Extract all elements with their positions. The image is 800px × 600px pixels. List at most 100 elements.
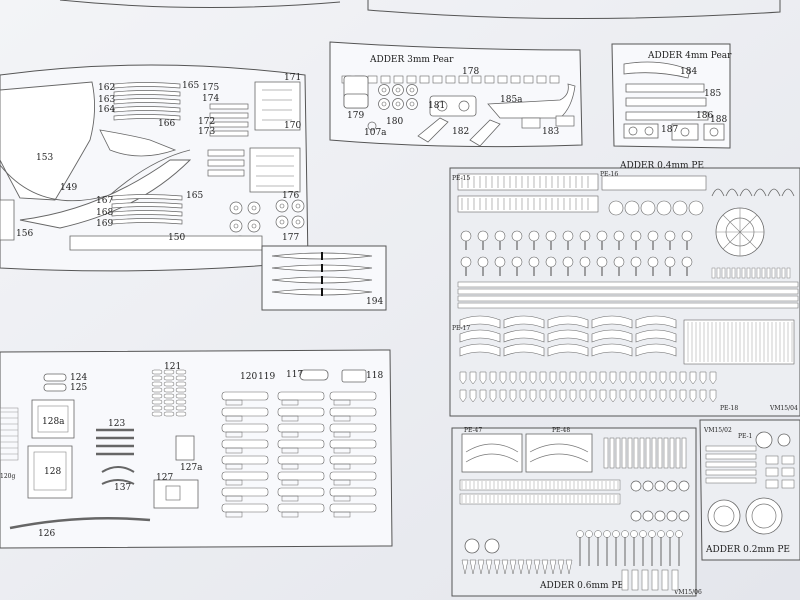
wheel-hub [251, 223, 257, 229]
pin-part-inner [225, 463, 243, 470]
pe-small-tab [751, 267, 756, 279]
wheel-hub [295, 219, 301, 225]
hull-strip [111, 218, 183, 225]
pe-pin [669, 389, 677, 403]
pin-part-inner [333, 463, 351, 470]
pe-ring [624, 200, 640, 216]
adder-3mm-title: ADDER 3mm Pear [369, 55, 454, 65]
pe-keyhole [494, 230, 506, 242]
pin-part-inner [333, 415, 351, 422]
block-178 [549, 75, 560, 84]
pe-pin [599, 371, 607, 385]
pe-pin [559, 371, 567, 385]
link-121 [175, 405, 187, 411]
label-169: 169 [96, 219, 113, 229]
small-wheel [229, 219, 243, 233]
hull-strip [113, 90, 181, 97]
pe-ladder-06 [459, 479, 621, 491]
pe-keyhole [562, 230, 574, 242]
link-121 [163, 381, 175, 387]
pin-part [221, 391, 269, 401]
label-153: 153 [36, 153, 53, 163]
hull-parts-sheet: 162 163 164 165 166 153 149 175 174 171 … [0, 64, 309, 272]
pe-eyelet [654, 510, 666, 522]
pe-04-lbl-3: PE-17 [452, 325, 470, 332]
pe-small-tab [711, 267, 716, 279]
block-178 [523, 75, 534, 84]
pin-part-inner [225, 511, 243, 518]
label-150: 150 [168, 233, 185, 243]
block-178 [406, 75, 417, 84]
pin-part [329, 423, 377, 433]
pe-keyhole [477, 230, 489, 242]
small-wheel [275, 199, 289, 213]
pin-part-inner [281, 463, 299, 470]
pe-pin [459, 371, 467, 385]
pe-spike [549, 559, 557, 575]
pe-small-tab [781, 267, 786, 279]
pe-bar [457, 295, 799, 302]
small-wheel [291, 199, 305, 213]
pin-part-inner [281, 495, 299, 502]
link-121 [175, 411, 187, 417]
pe-small-tab [746, 267, 751, 279]
pe-keyhole [681, 230, 693, 242]
block-178 [484, 75, 495, 84]
pe-pin [499, 389, 507, 403]
pe-eyelet [666, 510, 678, 522]
pe-bar-06 [645, 437, 651, 469]
pe-belaying-pin [675, 530, 683, 538]
pe-belaying-pin [666, 530, 674, 538]
pin-part [221, 503, 269, 513]
hull-strip [113, 106, 181, 113]
small-wheel [229, 201, 243, 215]
label-119: 119 [258, 372, 275, 382]
pe-pin [619, 371, 627, 385]
label-187: 187 [661, 125, 678, 135]
pe-tab-02 [781, 455, 795, 465]
pe-bracket [547, 343, 589, 357]
pe-keyhole [545, 230, 557, 242]
link-121 [151, 375, 163, 381]
pe-belaying-pin [585, 530, 593, 538]
pe-pin [509, 371, 517, 385]
small-wheel [291, 215, 305, 229]
pe-bar [457, 302, 799, 309]
pe-bar-06 [657, 437, 663, 469]
pe-06-lbl-2: PE-48 [552, 427, 570, 434]
pe-keyhole [494, 256, 506, 268]
part-149 [19, 159, 192, 229]
adder-3mm-sheet: ADDER 3mm Pear 178 179 107a 180 181 182 … [329, 41, 583, 148]
pe-belaying-pin [639, 530, 647, 538]
pe-pin [709, 389, 717, 403]
pin-part [329, 471, 377, 481]
pe-comb [683, 319, 795, 365]
pe-small-tab [756, 267, 761, 279]
pin-part-inner [333, 399, 351, 406]
pin-part-inner [225, 415, 243, 422]
pin-part [221, 487, 269, 497]
pe-bar [457, 281, 799, 288]
pe-06-lbl-1: PE-47 [464, 427, 482, 434]
pe-pin [659, 371, 667, 385]
link-121 [163, 399, 175, 405]
label-180: 180 [386, 117, 403, 127]
label-124: 124 [70, 373, 87, 383]
pin-part-inner [281, 511, 299, 518]
pe-keyhole [460, 230, 472, 242]
pe-pin [699, 389, 707, 403]
pe-pin [629, 389, 637, 403]
label-177: 177 [282, 233, 299, 243]
pin-part-inner [225, 447, 243, 454]
pe-04-lbl-4: PE-18 [720, 405, 738, 412]
pin-part-inner [333, 511, 351, 518]
pe-spike [509, 559, 517, 575]
ring-180 [392, 84, 404, 96]
pe-bracket [503, 329, 545, 343]
pe-pin [539, 389, 547, 403]
wheel-hub [279, 203, 285, 209]
block-178 [445, 75, 456, 84]
pe-pin [469, 371, 477, 385]
pe-keyhole [511, 230, 523, 242]
pin-part [277, 407, 325, 417]
